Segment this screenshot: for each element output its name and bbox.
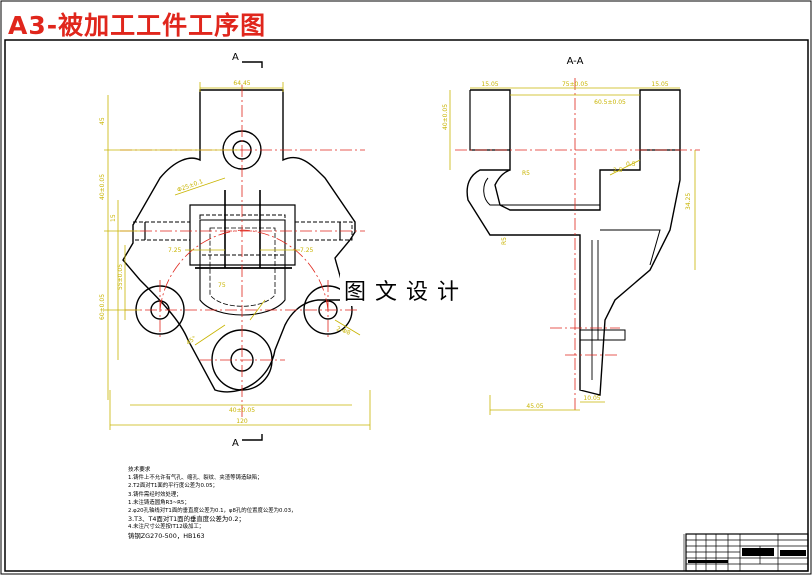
note-line: 1.铸件上不允许有气孔、缩孔、裂纹、夹渣等铸造缺陷； <box>128 475 263 482</box>
dim-left-vertical-d: 60±0.05 <box>99 294 106 320</box>
dim-radius-left: R5 <box>522 170 530 177</box>
dim-top-width: 64.45 <box>233 80 250 87</box>
dim-left-vertical: 40±0.05 <box>442 104 449 130</box>
dim-diag-center: Φ25±0.1 <box>176 178 204 194</box>
section-mark-top: A <box>232 52 239 63</box>
dim-bottom-right: 10.05 <box>583 395 600 402</box>
dim-inner-left: 7.25 <box>168 247 182 254</box>
section-dimension-labels: 15.05 75±0.05 15.05 60.5±0.05 40±0.05 R5… <box>442 81 692 410</box>
note-line: 1.未注铸造圆角R3~R5； <box>128 499 190 506</box>
dim-top-left-width: 15.05 <box>481 81 498 88</box>
dim-left-vertical-a: 45 <box>99 117 106 125</box>
dim-chamfer-b: 0.5 <box>626 161 636 168</box>
dim-radius-small: R5 <box>501 237 508 245</box>
dim-inner-right: 7.25 <box>300 247 314 254</box>
dim-radius-mid: 75 <box>218 282 226 289</box>
section-view-label: A-A <box>567 56 584 67</box>
front-view <box>104 61 371 441</box>
view-labels: A A A-A <box>232 52 584 449</box>
dim-lower-center: 40±0.05 <box>229 407 255 414</box>
note-line: 3.铸件需经时效处理； <box>128 491 182 498</box>
dim-overall-width: 120 <box>236 418 248 425</box>
dim-top-mid-width: 75±0.05 <box>562 81 588 88</box>
dim-left-vertical-b: 40±0.05 <box>99 174 106 200</box>
dim-right-vertical: 34.25 <box>685 193 692 210</box>
title-block <box>685 533 809 572</box>
drawing-title: A3-被加工工件工序图 <box>8 11 267 40</box>
section-view <box>449 78 700 415</box>
notes-header: 技术要求 <box>128 467 151 473</box>
dim-inner-width: 60.5±0.05 <box>594 99 626 106</box>
dim-left-vertical-e: 55±0.05 <box>117 264 124 290</box>
dim-left-vertical-c: 15 <box>110 214 117 222</box>
note-line: 3.T3、T4面对T1面的垂直度公差为0.2； <box>128 515 245 524</box>
watermark: 图文设计 <box>340 274 473 306</box>
dim-bottom-diag: 45° <box>185 335 198 347</box>
section-mark-bottom: A <box>232 438 239 449</box>
dim-top-right-width: 15.05 <box>651 81 668 88</box>
note-line: 2.φ20孔轴线对T1面的垂直度公差为0.1，φ8孔的位置度公差为0.03， <box>128 508 297 515</box>
material-note: 铸钢ZG270-500，HB163 <box>128 531 205 540</box>
note-line: 2.T2面对T1面的平行度公差为0.05； <box>128 483 218 490</box>
dim-chamfer: 2.5 <box>613 167 623 174</box>
dim-right-hole: 2-Φ8 <box>335 325 351 337</box>
technical-notes: 技术要求 1.铸件上不允许有气孔、缩孔、裂纹、夹渣等铸造缺陷； 2.T2面对T1… <box>128 466 368 540</box>
note-line: 4.未注尺寸公差按IT12级加工； <box>128 524 205 531</box>
dim-bottom-width: 45.05 <box>526 403 543 410</box>
